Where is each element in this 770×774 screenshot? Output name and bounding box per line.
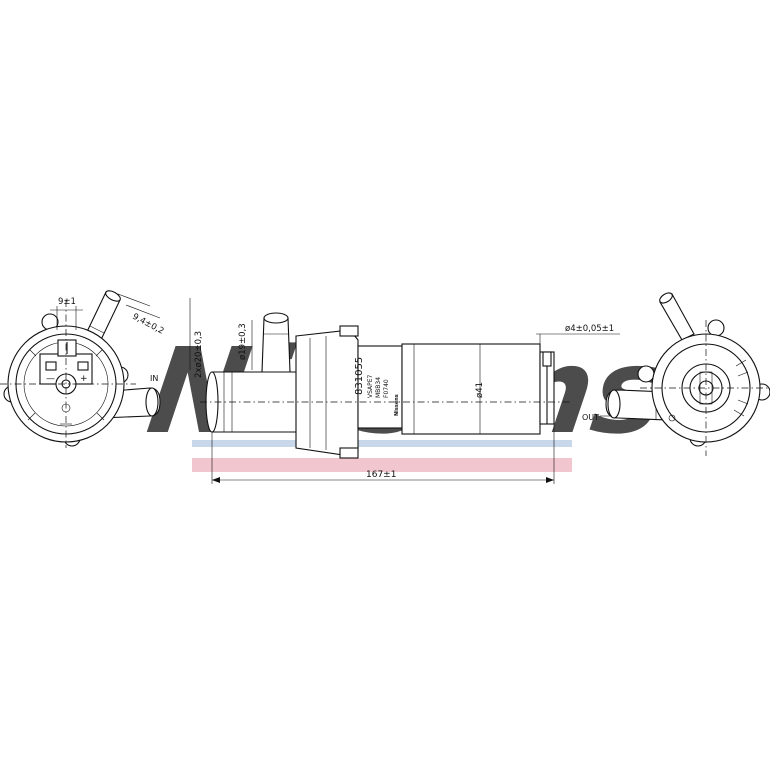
in-label: IN [150, 374, 158, 383]
dim-4: ø4±0,05±1 [565, 324, 614, 334]
watermark-band-blue [192, 440, 572, 447]
label-line-3: F0740 [383, 379, 390, 398]
svg-text:+: + [80, 374, 88, 384]
label-brand: Nissens [394, 394, 400, 416]
label-line-2: MBB34 [375, 377, 382, 398]
right-end-view: OUT [582, 292, 770, 456]
dim-167: 167±1 [366, 470, 396, 480]
watermark-band-pink [192, 458, 572, 472]
dim-41: ø41 [475, 382, 485, 398]
dim-9: 9±1 [58, 297, 76, 307]
dim-9-4: 9,4±0,2 [131, 312, 166, 337]
label-line-1: VSAPE7 [367, 374, 374, 398]
part-number: 831055 [354, 357, 365, 395]
left-end-view: — + 9±1 9,4±0,2 IN [0, 290, 166, 448]
out-label: OUT [582, 413, 599, 422]
svg-text:—: — [46, 374, 55, 384]
dim-2x20: 2xø20±0,3 [194, 331, 204, 378]
dim-19: ø19±0,3 [238, 323, 248, 360]
pump-side-view: 2xø20±0,3 ø19±0,3 831055 VSAPE7 MBB34 F0… [189, 298, 620, 484]
